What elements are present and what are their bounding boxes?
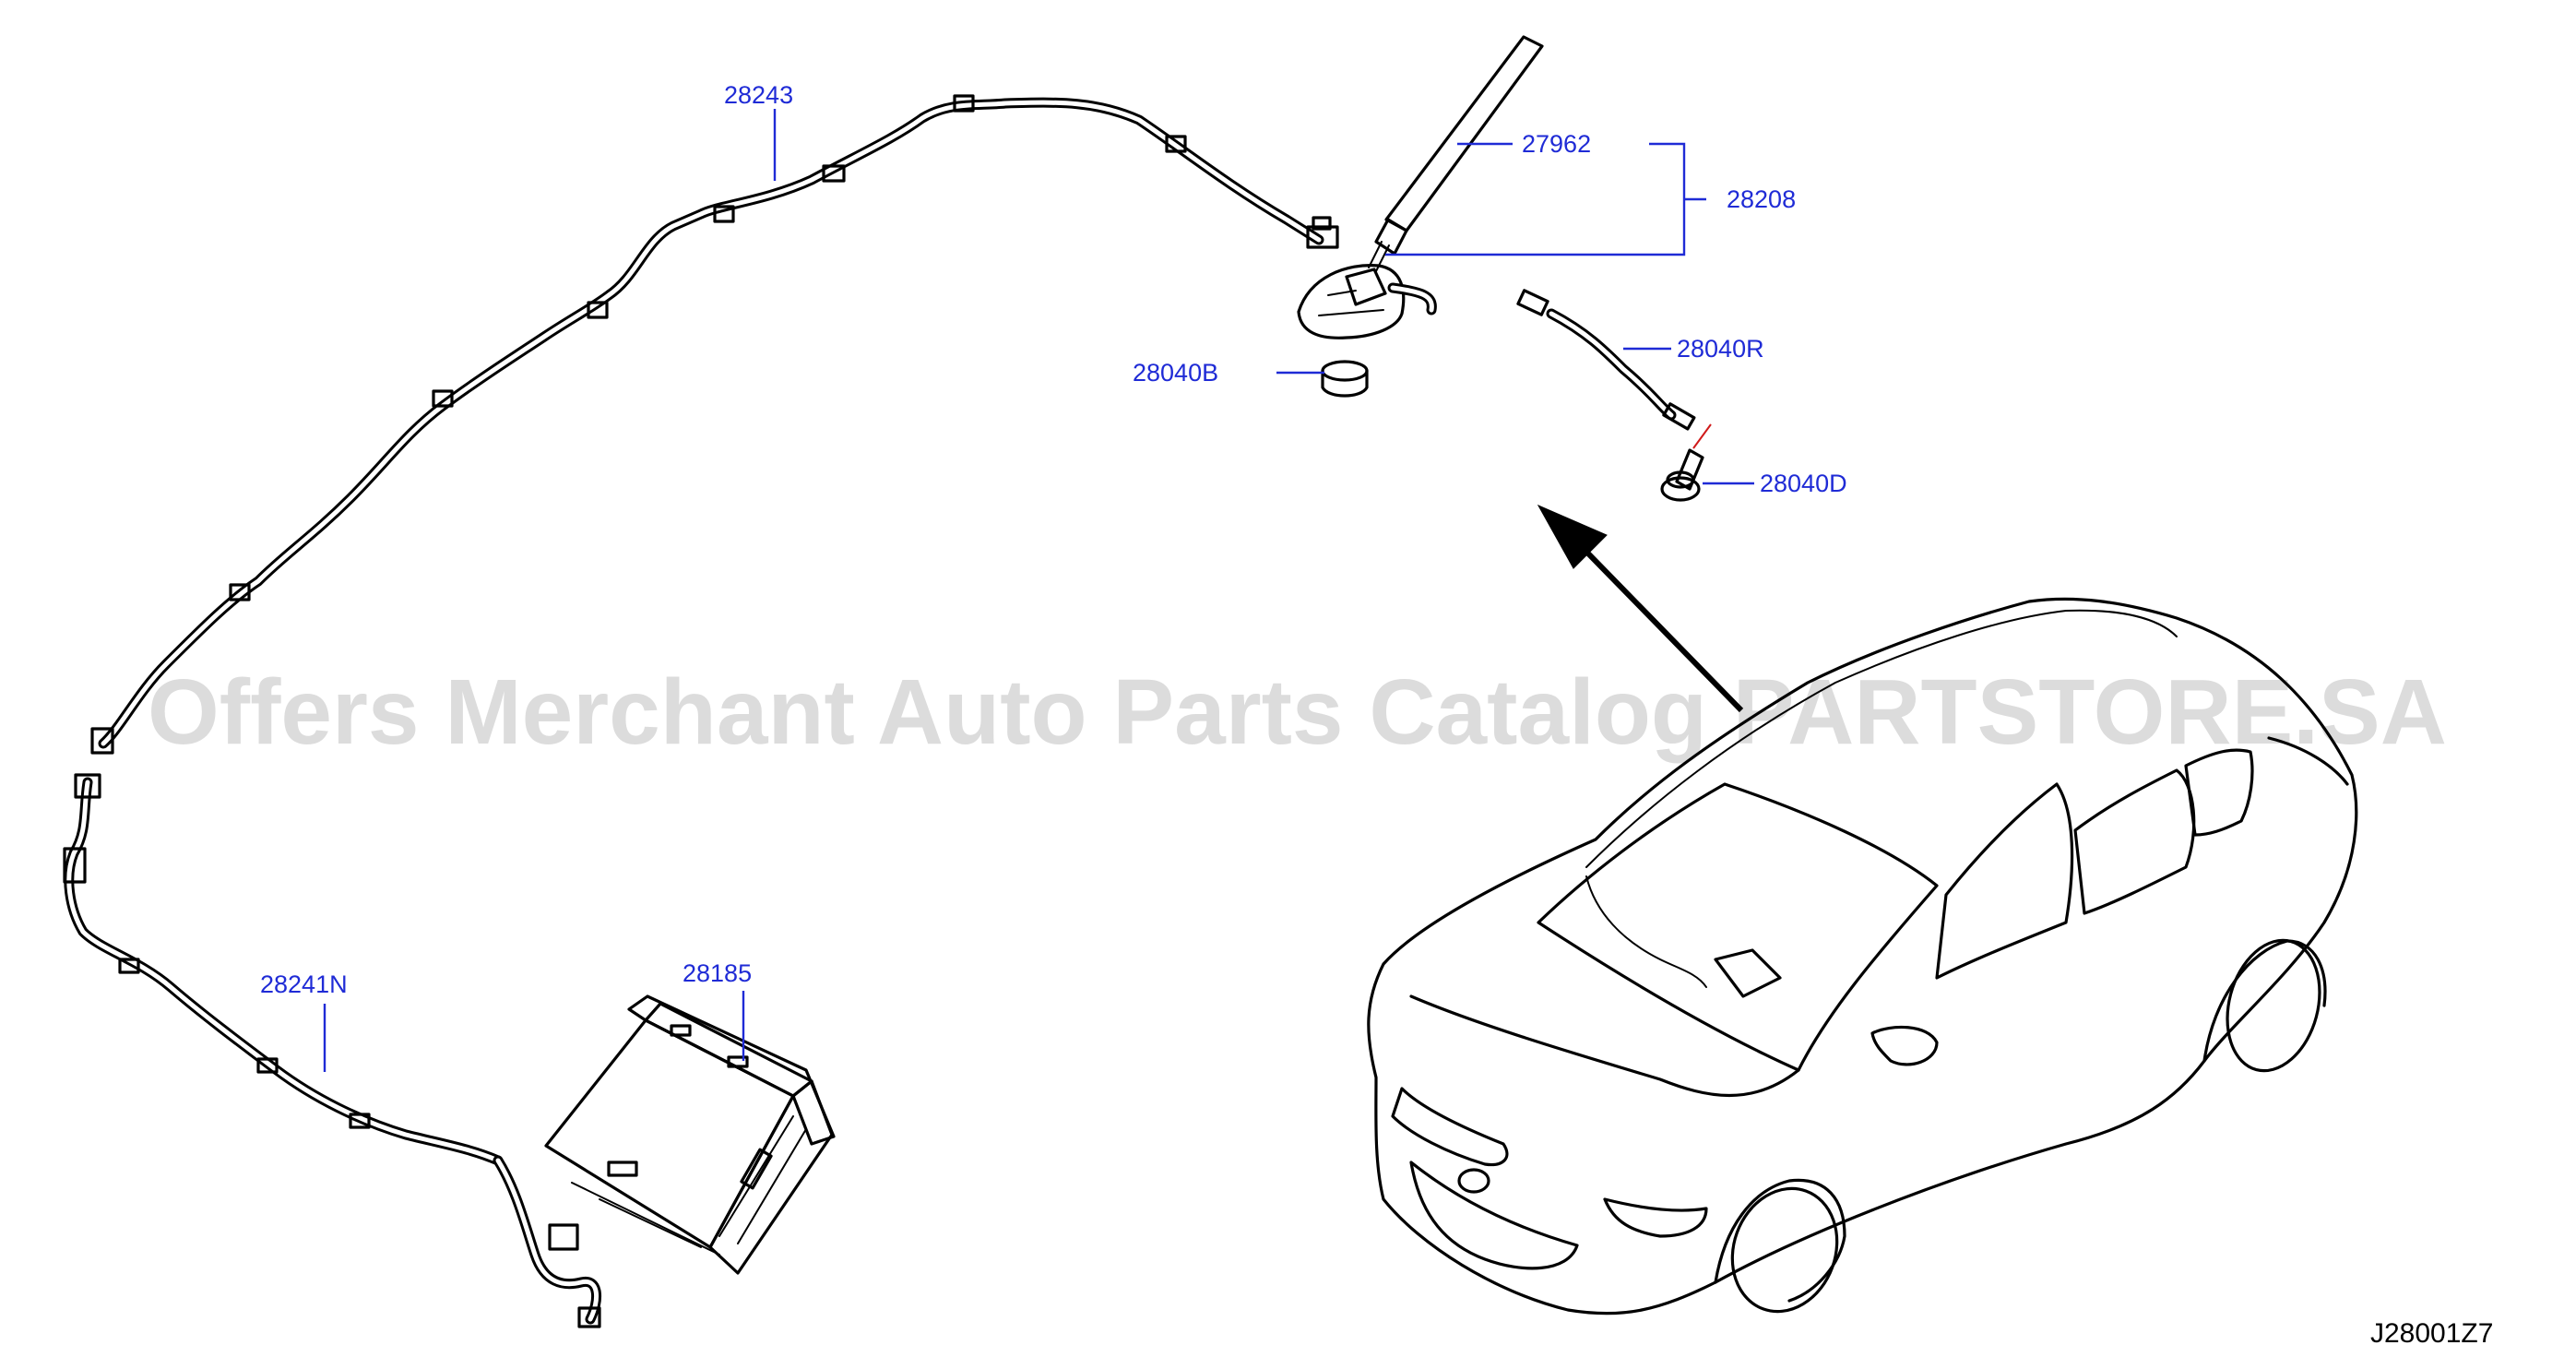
bolt-icon [1660,448,1704,502]
watermark-text: Offers Merchant Auto Parts Catalog PARTS… [148,661,2447,764]
leader-lines [323,109,1754,1072]
feeder-cable-drawing [63,94,1339,1328]
callout-28208: 28208 [1727,185,1796,213]
diagram-code: J28001Z7 [2370,1318,2493,1349]
direction-arrow-icon [1537,504,1744,713]
callout-28185: 28185 [683,959,752,987]
callout-28241N: 28241N [260,970,348,998]
callout-28040B: 28040B [1133,359,1218,387]
antenna-rod-icon [1368,35,1544,272]
car-outline-icon [1367,597,2358,1315]
antenna-base-icon [1297,264,1437,339]
callout-28243: 28243 [724,81,793,109]
coax-cable-icon [1516,289,1712,449]
grommet-icon [1321,360,1369,398]
audio-unit-icon [544,994,836,1275]
callout-28040R: 28040R [1677,335,1764,363]
callout-28040D: 28040D [1760,470,1847,497]
callout-27962: 27962 [1522,130,1591,158]
